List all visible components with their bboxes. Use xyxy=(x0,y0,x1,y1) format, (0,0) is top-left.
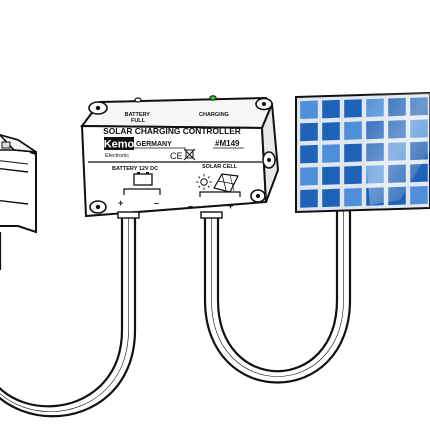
brand-box xyxy=(104,137,134,150)
weee-bin-icon xyxy=(183,148,196,161)
battery-minus: – xyxy=(154,198,159,208)
solar-cell xyxy=(344,188,362,207)
solar-cell xyxy=(344,143,362,163)
solar-cell xyxy=(300,167,318,186)
wires xyxy=(0,210,352,418)
battery-12v-label: BATTERY 12V DC xyxy=(112,166,158,172)
solar-cell xyxy=(300,100,318,119)
battery-illustration xyxy=(0,133,37,234)
solar-cell xyxy=(344,121,362,140)
ce-mark: CE xyxy=(170,151,183,161)
solar-cell xyxy=(344,99,362,118)
solar-cell xyxy=(322,99,340,119)
model-number: #M149 xyxy=(215,139,240,148)
solar-panel xyxy=(295,91,430,214)
solar-cell xyxy=(300,144,318,164)
led-charging-label: CHARGING xyxy=(199,112,229,118)
brand-name: Kemo xyxy=(104,139,135,151)
solar-minus: – xyxy=(188,201,193,211)
sun-icon xyxy=(196,174,212,190)
battery-plus: + xyxy=(118,198,123,208)
solar-cell xyxy=(300,122,318,142)
led-battery-full-label: BATTERY FULL xyxy=(125,112,152,124)
solar-cell-icon xyxy=(213,173,239,193)
solar-cell xyxy=(300,189,318,208)
led-charging xyxy=(209,95,217,101)
solar-cell xyxy=(322,188,340,208)
solar-cell xyxy=(344,165,362,185)
brand-sub: Electronic xyxy=(105,153,129,159)
controller-title: SOLAR CHARGING CONTROLLER xyxy=(103,126,241,136)
solar-cell-label: SOLAR CELL xyxy=(202,164,238,170)
solar-cell xyxy=(322,122,340,141)
solar-cell xyxy=(322,166,340,185)
led-battery-full xyxy=(134,97,142,103)
battery-icon xyxy=(133,172,153,186)
solar-cell xyxy=(322,144,340,163)
solar-cell xyxy=(410,186,428,205)
country-label: GERMANY xyxy=(136,141,172,148)
solar-plus: + xyxy=(228,201,233,211)
